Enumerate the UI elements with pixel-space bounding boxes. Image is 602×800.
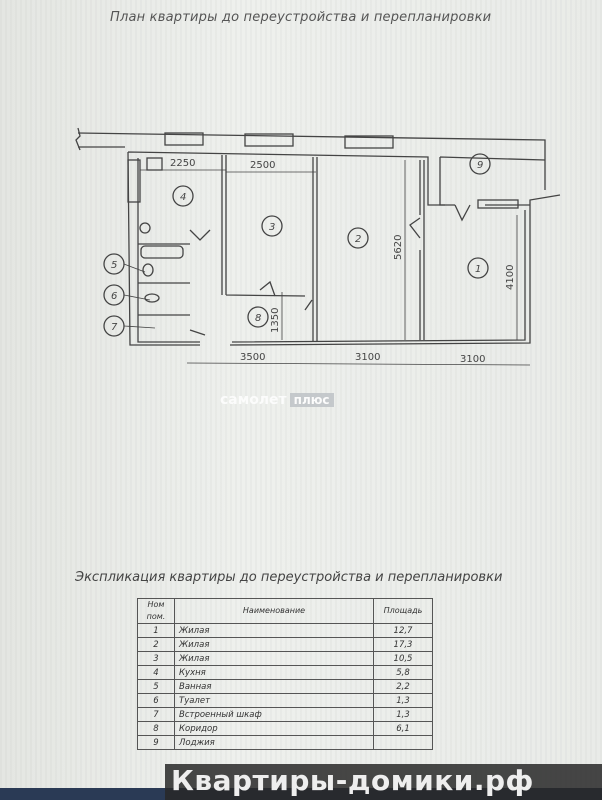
cell-num: 3 [137, 651, 175, 666]
cell-num: 7 [137, 707, 175, 722]
dim-4100: 4100 [505, 265, 516, 290]
watermark-plus: плюс [289, 393, 334, 407]
dimension-line [140, 160, 531, 366]
partition [312, 157, 318, 342]
door [189, 204, 471, 336]
header-name: Наименование [174, 598, 374, 624]
inner-wall [137, 158, 526, 343]
cell-num: 1 [137, 623, 175, 638]
header-area: Площадь [373, 598, 433, 624]
site-banner: Квартиры-домики.рф [165, 764, 602, 800]
cell-area: 12,7 [373, 623, 433, 638]
watermark-brand: самолет [220, 392, 287, 408]
washbasin-icon [139, 222, 151, 234]
partition [138, 243, 190, 316]
cell-area: 5,8 [373, 665, 433, 680]
site-banner-text: Квартиры-домики.рф [171, 764, 534, 797]
cell-area: 1,3 [373, 693, 433, 708]
room-label-6: 6 [111, 291, 117, 302]
cell-num: 8 [137, 721, 175, 736]
break-mark [75, 127, 81, 151]
room-label-5: 5 [111, 260, 117, 271]
sink-icon [142, 263, 154, 277]
outer-wall [77, 132, 546, 190]
header-num: Ном пом. [137, 598, 175, 624]
window [164, 132, 204, 146]
room-label-4: 4 [180, 192, 186, 203]
toilet-icon [144, 293, 160, 303]
window [244, 133, 294, 147]
cell-num: 5 [137, 679, 175, 694]
room-label-7: 7 [111, 322, 118, 333]
bathtub-icon [140, 245, 184, 259]
room-label-1: 1 [475, 264, 481, 275]
dim-2500: 2500 [250, 160, 275, 171]
cell-area: 17,3 [373, 637, 433, 652]
cell-area [373, 735, 433, 750]
dim-3500: 3500 [240, 352, 265, 363]
cell-name: Лоджия [174, 735, 374, 750]
cell-name: Туалет [174, 693, 374, 708]
cell-name: Жилая [174, 637, 374, 652]
counter [127, 159, 141, 203]
dim-2250: 2250 [170, 158, 195, 169]
cell-area: 10,5 [373, 651, 433, 666]
partition [419, 160, 425, 340]
floor-plan: 2250 2500 5620 4100 1350 3500 3100 3100 … [75, 127, 561, 366]
cell-name: Жилая [174, 651, 374, 666]
cell-name: Ванная [174, 679, 374, 694]
room-label-8: 8 [255, 313, 261, 324]
cell-num: 9 [137, 735, 175, 750]
apartment-wall [127, 151, 561, 346]
dim-3100: 3100 [355, 352, 380, 363]
plan-title: План квартиры до переустройства и перепл… [110, 10, 492, 25]
loggia [439, 156, 546, 206]
cell-area: 1,3 [373, 707, 433, 722]
explication-title: Экспликация квартиры до переустройства и… [75, 570, 503, 585]
partition [221, 155, 306, 297]
cell-area: 6,1 [373, 721, 433, 736]
cell-name: Кухня [174, 665, 374, 680]
cell-area: 2,2 [373, 679, 433, 694]
dim-1350: 1350 [270, 308, 281, 333]
cell-name: Встроенный шкаф [174, 707, 374, 722]
window [344, 135, 394, 149]
cell-num: 6 [137, 693, 175, 708]
room-label-2: 2 [355, 234, 361, 245]
table-header-row: Ном пом. Наименование Площадь [137, 598, 433, 624]
leader-line [123, 263, 156, 329]
dim-3100b: 3100 [460, 354, 485, 365]
dim-5620: 5620 [393, 235, 404, 260]
room-label-9: 9 [477, 160, 483, 171]
cell-num: 2 [137, 637, 175, 652]
cell-num: 4 [137, 665, 175, 680]
room-label-3: 3 [269, 222, 275, 233]
stove-icon [146, 157, 163, 171]
cell-name: Жилая [174, 623, 374, 638]
cell-name: Коридор [174, 721, 374, 736]
loggia-window [477, 199, 519, 209]
